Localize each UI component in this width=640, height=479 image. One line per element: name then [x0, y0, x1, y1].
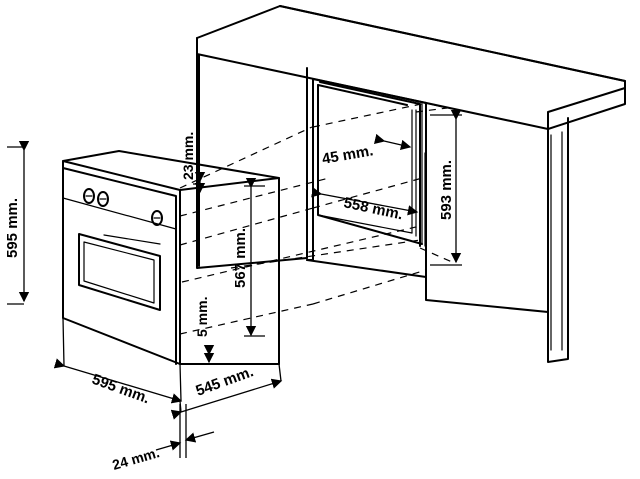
oven-depth-label: 545 mm.: [194, 363, 256, 400]
dimension-lines: [7, 109, 462, 458]
oven-knob-icon: [97, 191, 109, 207]
oven-width-label: 595 mm.: [90, 371, 152, 408]
bottom-gap-label: 5 mm.: [194, 297, 210, 337]
kitchen-cabinet: [196, 5, 626, 363]
oven-knob-icon: [83, 188, 95, 204]
oven-knob-icon: [151, 210, 163, 226]
niche-side-label: 45 mm.: [321, 142, 375, 168]
niche-height-label: 593 mm.: [438, 160, 455, 220]
oven-height-label: 595 mm.: [4, 198, 21, 258]
alignment-lines: [179, 102, 453, 335]
niche-width-label: 558 mm.: [342, 194, 404, 223]
front-panel-depth-label: 24 mm.: [110, 444, 161, 473]
dimension-labels: 595 mm. 595 mm. 545 mm. 24 mm. 23 mm. 5 …: [4, 132, 455, 473]
inner-height-label: 567 mm.: [232, 228, 249, 288]
top-gap-label: 23 mm.: [180, 132, 196, 180]
